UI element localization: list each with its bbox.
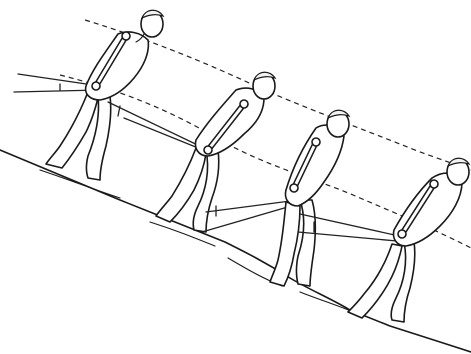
skier-4-hand-joint: [398, 230, 406, 238]
skier-3-hand-joint: [290, 184, 298, 192]
skier-4-shoulder-joint: [430, 180, 438, 188]
skier-3-back-leg: [270, 202, 300, 286]
skier-2-shoulder-joint: [240, 100, 248, 108]
skier-1-hand-joint: [92, 82, 100, 90]
skier-2-pole-left: [108, 102, 208, 150]
skier-figure-2: [108, 72, 275, 232]
skier-3-pole-left: [206, 200, 298, 212]
skier-3-shoulder-joint: [312, 138, 320, 146]
skier-figure-1: [14, 10, 163, 180]
skier-4-pole-left: [300, 214, 408, 238]
skier-2-hand-joint: [204, 146, 212, 154]
skier-1-shoulder-joint: [122, 32, 130, 40]
